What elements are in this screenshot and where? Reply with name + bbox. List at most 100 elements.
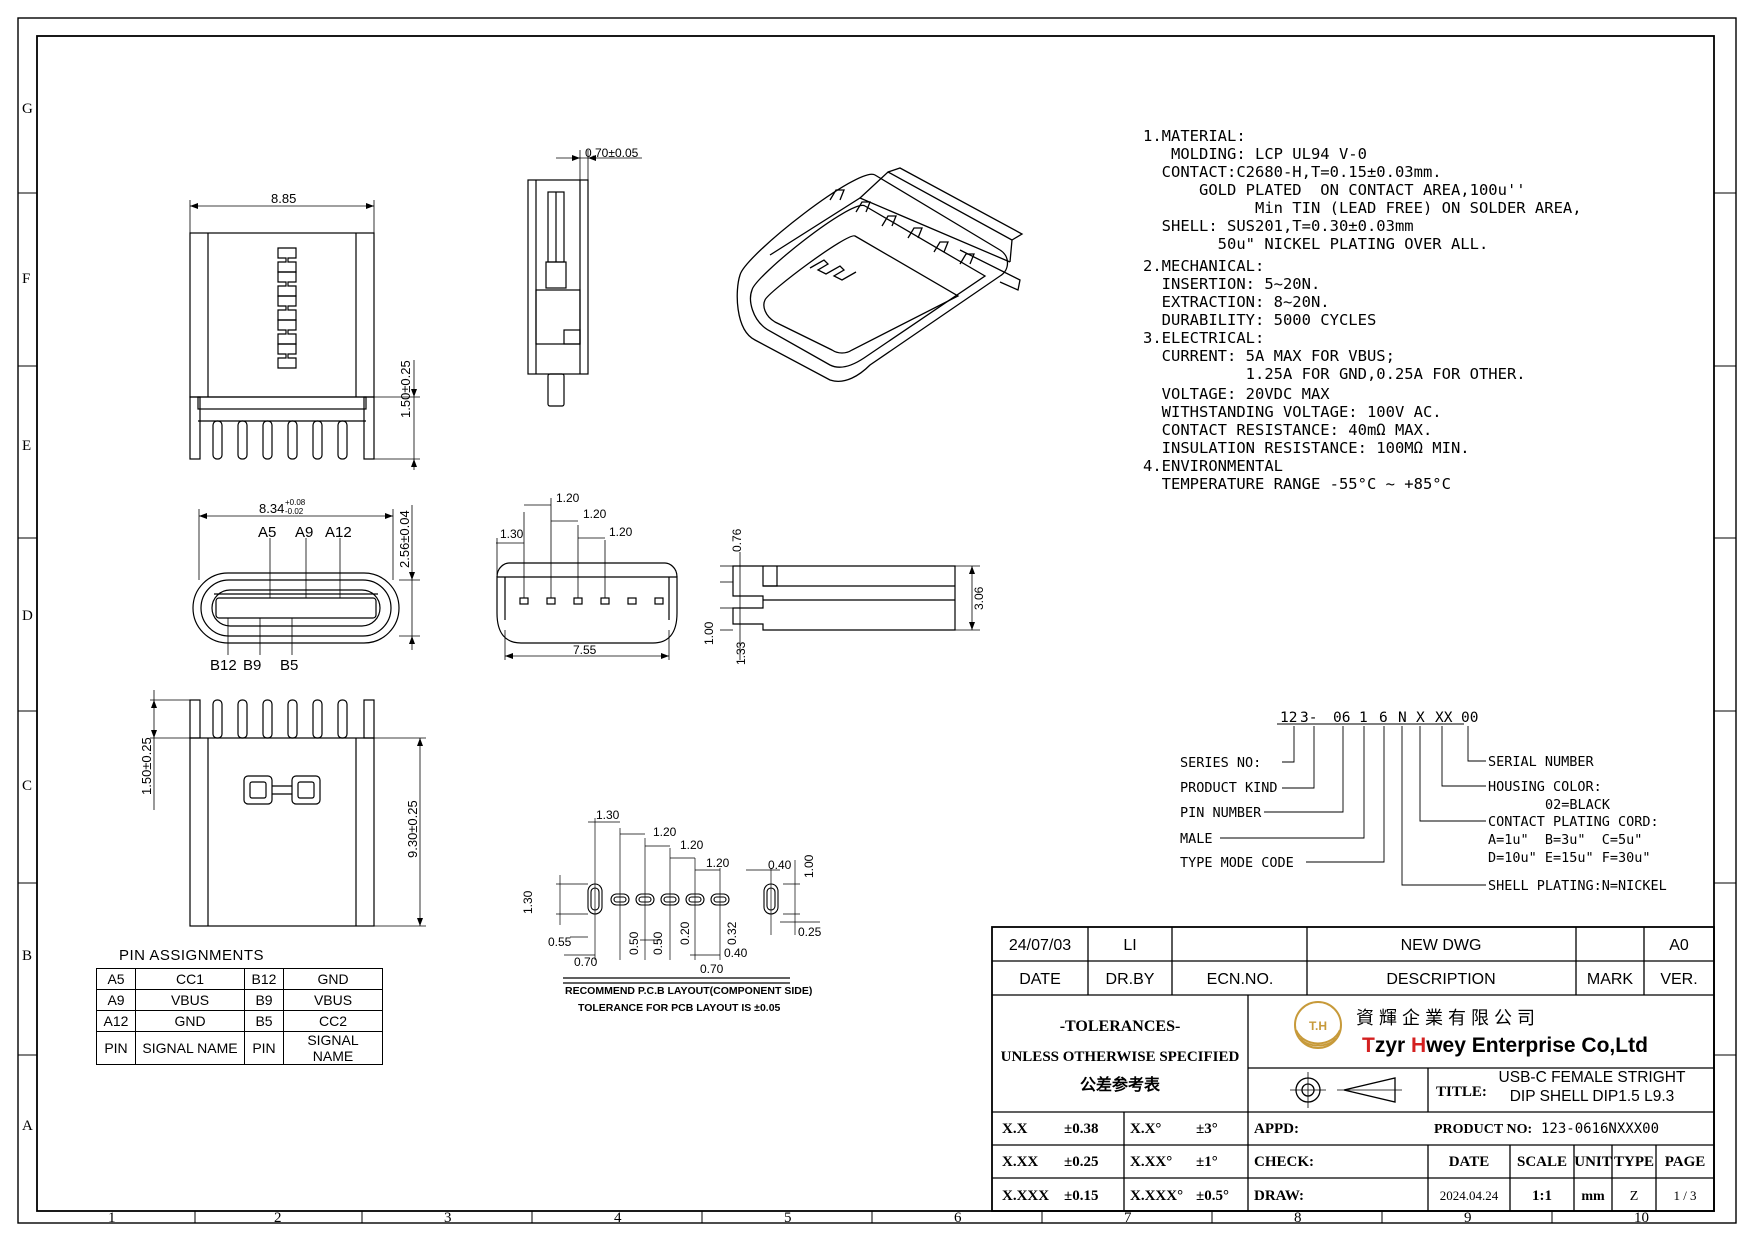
zone-labels: G F E D C B A 1 2 3 4 5 6 7 8 9 10	[22, 101, 1649, 1226]
draw-label: DRAW:	[1254, 1188, 1304, 1204]
title-line-1: USB-C FEMALE STRIGHT	[1499, 1069, 1686, 1086]
note-line: TEMPERATURE RANGE -55°C ~ +85°C	[1143, 475, 1451, 493]
table-row: A12 GND B5 CC2	[96, 1010, 383, 1032]
zone-col-label: 4	[614, 1210, 622, 1226]
signal-cell: GND	[283, 968, 383, 990]
note-line: 50u" NICKEL PLATING OVER ALL.	[1143, 235, 1488, 253]
pin-label-a12: A12	[325, 524, 352, 541]
signal-cell: GND	[135, 1010, 245, 1032]
note-line: EXTRACTION: 8~20N.	[1143, 293, 1330, 311]
code-seg-color: XX	[1435, 710, 1453, 726]
tol-row-1-angle-val: ±3°	[1196, 1121, 1218, 1137]
note-line: CURRENT: 5A MAX FOR VBUS;	[1143, 347, 1395, 365]
zone-col-label: 1	[108, 1210, 116, 1226]
outer-frame	[17, 17, 1737, 1224]
header-ver: VER.	[1660, 971, 1697, 988]
zone-col-label: 2	[274, 1210, 282, 1226]
dim-pin-offset: 1.30	[500, 527, 524, 541]
code-label-plating-abc: A=1u" B=3u" C=5u"	[1488, 832, 1642, 848]
signal-cell: VBUS	[135, 989, 245, 1011]
tolerances-title: -TOLERANCES-	[1060, 1018, 1181, 1035]
pin-cell: A5	[96, 968, 136, 990]
pcb-dim-070a: 0.70	[574, 955, 598, 969]
appd-label: APPD:	[1254, 1121, 1299, 1137]
code-seg-pins: 06	[1333, 710, 1350, 726]
part-code-diagram	[1220, 723, 1486, 886]
code-seg-plating: X	[1416, 710, 1425, 726]
code-seg-kind: 3-	[1300, 710, 1317, 726]
note-line: INSULATION RESISTANCE: 100MΩ MIN.	[1143, 439, 1470, 457]
zone-row-label: B	[22, 948, 32, 964]
pcb-dim-055: 0.55	[548, 935, 572, 949]
pin-cell: B5	[244, 1010, 284, 1032]
tol-row-1-angle: X.X°	[1130, 1121, 1161, 1137]
page-value: 1 / 3	[1673, 1188, 1696, 1203]
tol-row-2-angle: X.XX°	[1130, 1154, 1172, 1170]
signal-header: SIGNAL NAME	[135, 1031, 245, 1065]
pcb-dim-120c: 1.20	[706, 856, 730, 870]
pin-assignments-table: A5 CC1 B12 GND A9 VBUS B9 VBUS A12 GND B…	[96, 968, 383, 1065]
pin-cell: B12	[244, 968, 284, 990]
code-seg-male: 1	[1359, 710, 1368, 726]
header-ecn: ECN.NO.	[1207, 971, 1274, 988]
note-line: Min TIN (LEAD FREE) ON SOLDER AREA,	[1143, 199, 1582, 217]
pcb-dim-050a: 0.50	[627, 931, 641, 955]
zone-ticks	[18, 192, 1736, 1223]
note-line: CONTACT:C2680-H,T=0.15±0.03mm.	[1143, 163, 1442, 181]
back-view-labels: 1.50±0.25 9.30±0.25	[139, 737, 420, 858]
pcb-tolerance: TOLERANCE FOR PCB LAYOUT IS ±0.05	[578, 1002, 781, 1014]
code-label-shell: SHELL PLATING:N=NICKEL	[1488, 878, 1667, 894]
zone-row-label: D	[22, 608, 33, 624]
note-line: INSERTION: 5~20N.	[1143, 275, 1320, 293]
pcb-dim-050b: 0.50	[651, 931, 665, 955]
title-block	[991, 926, 1715, 1212]
note-line: GOLD PLATED ON CONTACT AREA,100u''	[1143, 181, 1526, 199]
note-line: 1.25A FOR GND,0.25A FOR OTHER.	[1143, 365, 1526, 383]
tol-row-3-val: ±0.15	[1064, 1188, 1098, 1204]
header-date: DATE	[1019, 971, 1060, 988]
type-value: Z	[1630, 1189, 1639, 1204]
profile-view-labels: 0.76 1.00 1.33 3.06	[702, 528, 986, 665]
pin-label-b9: B9	[243, 657, 261, 674]
pin-label-a5: A5	[258, 524, 276, 541]
code-label-male: MALE	[1180, 831, 1213, 847]
pcb-dim-120b: 1.20	[680, 838, 704, 852]
code-seg-series: 12	[1280, 710, 1297, 726]
col-type-header: TYPE	[1614, 1154, 1654, 1170]
note-line: WITHSTANDING VOLTAGE: 100V AC.	[1143, 403, 1442, 421]
col-scale-header: SCALE	[1517, 1154, 1567, 1170]
pcb-dim-020: 0.20	[678, 921, 692, 945]
dim-opening-height: 2.56±0.04	[397, 510, 412, 568]
zone-col-label: 3	[444, 1210, 452, 1226]
zone-col-label: 10	[1634, 1210, 1649, 1226]
rev-desc: NEW DWG	[1401, 937, 1482, 954]
logo-mark: T.H	[1309, 1019, 1327, 1033]
pcb-title: RECOMMEND P.C.B LAYOUT(COMPONENT SIDE)	[565, 985, 812, 997]
dim-pin-height-front: 1.50±0.25	[398, 360, 413, 418]
front-view-labels: 8.85 1.50±0.25	[271, 191, 413, 418]
dim-pin-pitch-2: 1.20	[583, 507, 607, 521]
pin-label-a9: A9	[295, 524, 313, 541]
signal-cell: CC2	[283, 1010, 383, 1032]
opening-view-labels: 8.34 +0.08 -0.02 2.56±0.04 A5 A9 A12 B12…	[210, 498, 412, 674]
code-seg-serial: 00	[1461, 710, 1478, 726]
pcb-dim-070b: 0.70	[700, 962, 724, 976]
company-en: Tzyr Hwey Enterprise Co,Ltd	[1362, 1034, 1648, 1057]
code-label-plating: CONTACT PLATING CORD:	[1488, 814, 1659, 830]
tol-row-1-val: ±0.38	[1064, 1121, 1098, 1137]
pin-cell: A9	[96, 989, 136, 1011]
signal-cell: CC1	[135, 968, 245, 990]
back-view	[150, 690, 426, 927]
pcb-dim-130: 1.30	[596, 808, 620, 822]
pcb-dim-040b: 0.40	[724, 946, 748, 960]
tol-row-2-val: ±0.25	[1064, 1154, 1098, 1170]
zone-row-label: C	[22, 778, 32, 794]
code-seg-mode: 6	[1379, 710, 1388, 726]
date-value: 2024.04.24	[1440, 1188, 1499, 1203]
dim-front-width: 8.85	[271, 191, 296, 206]
tol-row-2-angle-val: ±1°	[1196, 1154, 1218, 1170]
pin-label-b12: B12	[210, 657, 237, 674]
rev-date: 24/07/03	[1009, 937, 1071, 954]
pcb-layout	[556, 818, 820, 984]
